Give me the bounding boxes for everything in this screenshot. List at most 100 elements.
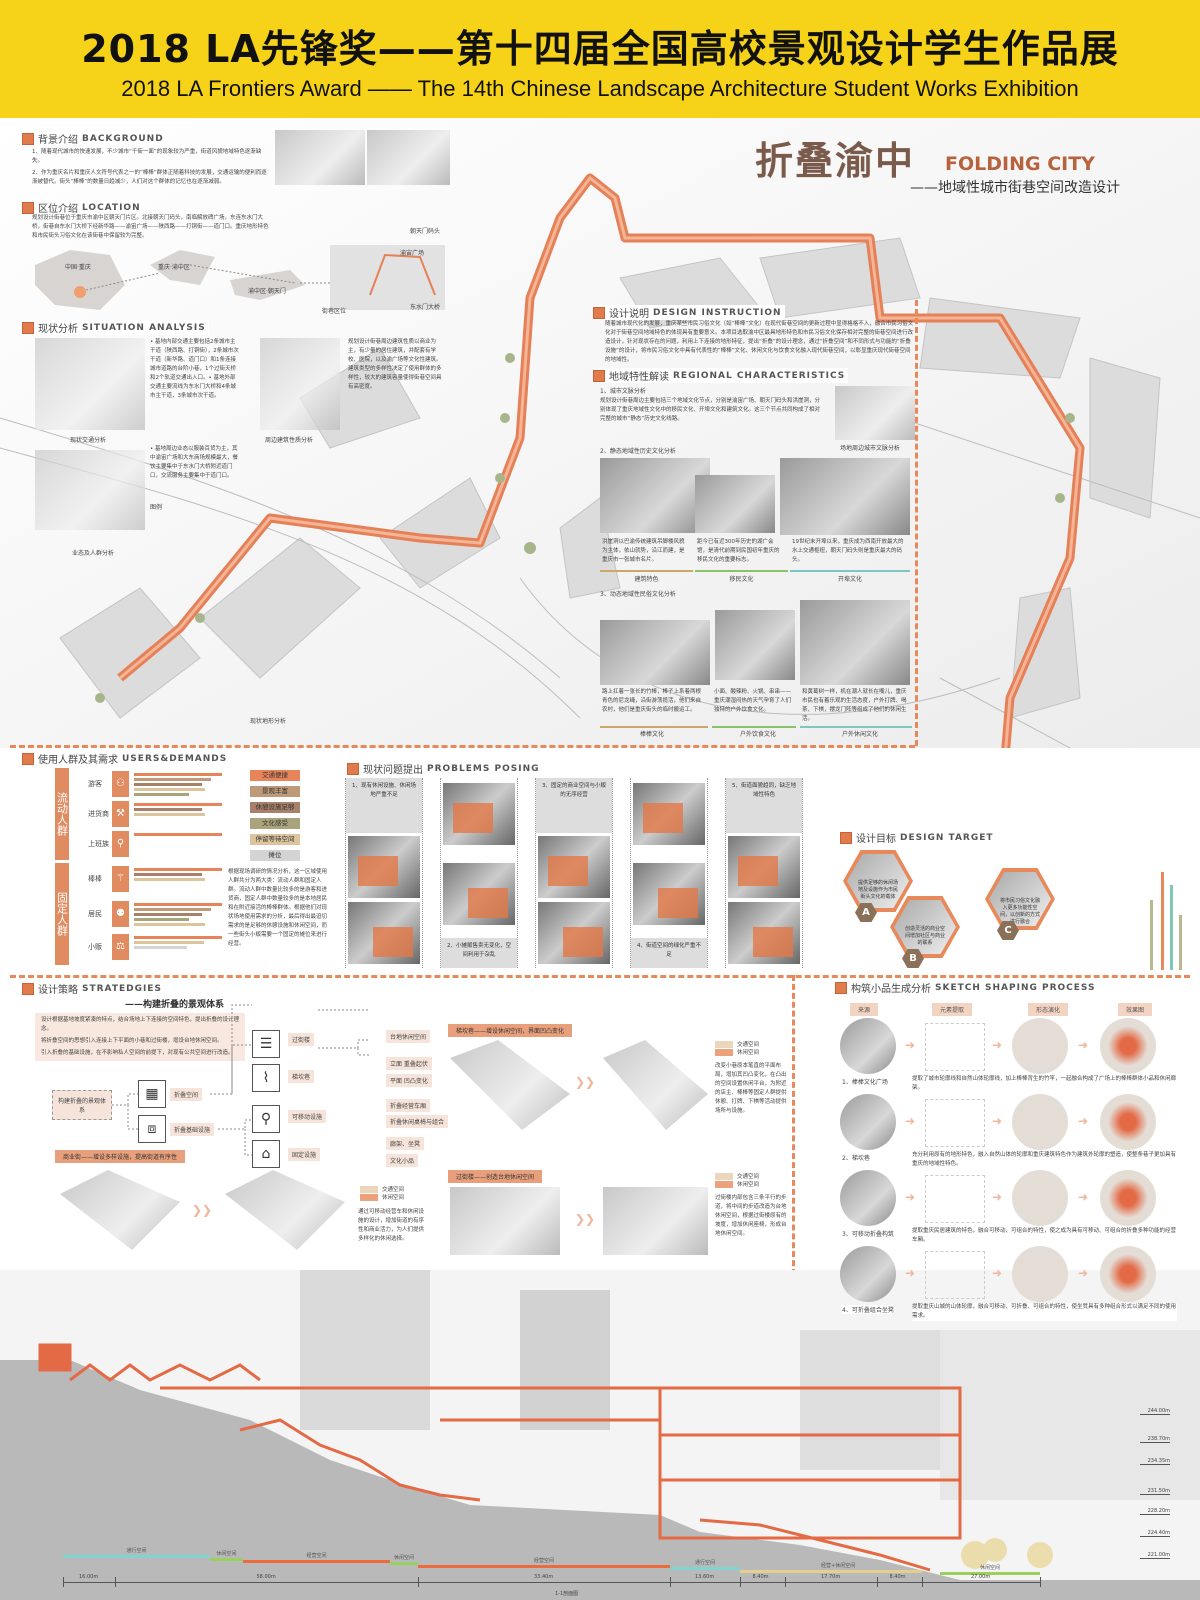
culture-label: 棒棒文化: [640, 731, 665, 738]
subheading: 3、动态地域性民俗文化分析: [600, 591, 676, 598]
source-photo: [840, 1018, 896, 1074]
demand-bar-休憩设施足够: [134, 913, 202, 916]
source-photo: [840, 1246, 896, 1302]
elevation-mark: 221.00m: [1140, 1552, 1170, 1559]
section-icon: [22, 982, 34, 995]
map-label: 渝宙广场: [400, 250, 425, 257]
problem-photo: [633, 863, 705, 925]
section-icon: [593, 369, 605, 382]
strategy-node: 可移动设施: [288, 1110, 327, 1123]
map-label: 重庆·渝中区: [158, 264, 190, 271]
space-label: 经营空间: [534, 1558, 555, 1564]
column-head: 来源: [850, 1003, 879, 1016]
heading-cn: 设计策略: [38, 985, 78, 996]
space-bar: [418, 1565, 670, 1568]
heading-en: REGIONAL CHARACTERISTICS: [673, 370, 846, 381]
arrow-icon: ➜: [992, 1038, 1003, 1052]
map-label: 朝天门码头: [410, 228, 441, 235]
heading-en: LOCATION: [82, 202, 141, 213]
tree-dots: [95, 353, 1075, 703]
demand-bar-景观丰富: [134, 778, 212, 781]
row-label: 4、可折叠组合坐凳: [842, 1305, 894, 1314]
column-head: 形态演化: [1028, 1003, 1069, 1016]
legend: 交通空间休闲空间: [360, 1185, 404, 1201]
stair-lane-before-diagram: [450, 1040, 570, 1130]
legend-item: 交通空间: [715, 1040, 759, 1048]
stair-lane-icon: ⌇: [252, 1064, 280, 1092]
arrow-icon: ➜: [992, 1190, 1003, 1204]
demand-bar-交通便捷: [134, 833, 222, 836]
dimension-label: 17.70m: [821, 1574, 841, 1580]
heading-cn: 地域特性解读: [609, 372, 669, 383]
space-label: 休闲空间: [980, 1565, 1001, 1571]
rendering: [1100, 1246, 1156, 1302]
culture-underline: [600, 726, 708, 728]
form-evolution: [1012, 1246, 1068, 1302]
legend-item: 交通空间: [715, 1172, 759, 1180]
problem-photo: [728, 902, 800, 964]
heading-cn: 背景介绍: [38, 135, 78, 146]
caption: 业态及人群分析: [72, 550, 115, 557]
person-icon: ⚒: [112, 801, 129, 827]
source-photo: [840, 1094, 896, 1150]
ground-profile: [0, 1360, 1200, 1600]
subheading: 1、城市文脉分析: [600, 388, 646, 395]
project-subtitle: ——地域性城市街巷空间改造设计: [910, 180, 1120, 196]
culture-label: 建筑特色: [634, 576, 659, 583]
element-sketch: [925, 1175, 985, 1223]
arrow-icon: ➜: [905, 1038, 916, 1052]
demand-label: 景观丰富: [250, 786, 300, 797]
demand-bar-文化感受: [134, 918, 189, 921]
demand-bar-休憩设施足够: [134, 783, 202, 786]
diagram-label: 商业街——增设多样设施，提高街道有序性: [55, 1150, 186, 1163]
commercial-before-diagram: [60, 1170, 180, 1250]
strategy-node: 折叠空间: [170, 1088, 203, 1101]
culture-text: 洪崖洞以巴渝传统建筑吊脚楼风貌为主体，依山就势，沿江而建，是重庆市一张城市名片。: [602, 539, 685, 563]
caption: 现状地形分析: [250, 718, 287, 725]
photo-bangbang-porter: [367, 130, 450, 185]
photo-bangbang: [600, 620, 710, 685]
problem-highlight: [563, 927, 603, 957]
elevation-mark: 234.35m: [1140, 1458, 1170, 1465]
space-bar: [670, 1567, 740, 1570]
target-hex: 创造灵活的商业空间增加社区与商业的联系: [890, 896, 960, 958]
heading-cn: 构筑小品生成分析: [851, 984, 931, 995]
photo-hongyadong: [600, 458, 710, 533]
strategy-leaf: 折叠经营车厢: [386, 1099, 431, 1112]
decor-bar: [1179, 915, 1182, 970]
culture-text: 19世纪末开埠以来，重庆成为西南开放最大的水上交通枢纽，朝天门码头则是重庆最大的…: [792, 539, 904, 563]
legend-item: 休闲空间: [715, 1180, 759, 1188]
photo-chaotianmen-dock: [780, 458, 910, 535]
row-label: 2、梯坎巷: [842, 1153, 870, 1162]
arrow-icon: ➜: [1078, 1190, 1089, 1204]
person-icon: ⚇: [112, 771, 129, 797]
divider: [10, 745, 915, 748]
demand-bar-交通便捷: [134, 868, 222, 871]
problem-text: 5、街道面貌趋同，缺乏地域性特色: [726, 778, 802, 833]
dimension-label: 8.40m: [752, 1574, 769, 1580]
demand-bar-停留等待空间: [134, 878, 206, 881]
business-crowd-map: [35, 450, 145, 530]
dimension-label: 13.60m: [695, 1574, 715, 1580]
route-edge: [119, 175, 1082, 748]
header-title-cn: 2018 LA先锋奖——第十四届全国高校景观设计学生作品展: [81, 27, 1119, 71]
problem-photo: [443, 863, 515, 925]
problem-photo: [538, 836, 610, 898]
form-evolution: [1012, 1170, 1068, 1226]
arrow-icon: ❯❯: [192, 1203, 213, 1217]
target-hex: 将市民习俗文化融入更多功能性空间，以创新的方式进行融合: [985, 868, 1055, 930]
background-building: [800, 1330, 940, 1470]
background-building: [940, 1330, 1200, 1500]
diagram-label: 梯坎巷——增设休闲空间，界面凹凸变化: [448, 1024, 573, 1037]
section-icon: [347, 762, 359, 775]
dimension-tick: [877, 1577, 878, 1587]
target-letter: C: [997, 921, 1019, 940]
background-building: [520, 1290, 610, 1430]
dimension-label: 8.40m: [889, 1574, 906, 1580]
